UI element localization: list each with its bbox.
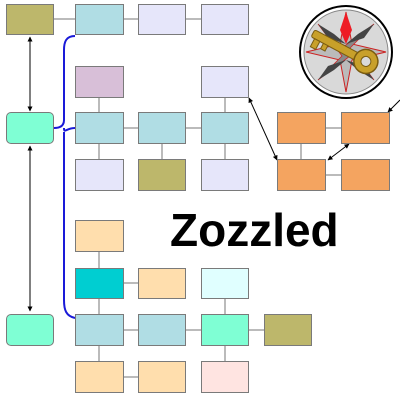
node-box-wheat[interactable] [75,220,124,252]
compass-star-with-key-icon [299,5,393,99]
node-box-light-cyan[interactable] [201,268,249,299]
node-box-lavender[interactable] [201,4,249,35]
arrow-between-orange-boxes [327,143,350,161]
node-box-light-blue[interactable] [75,314,124,346]
node-box-orange[interactable] [341,159,390,191]
arrow-off-canvas [387,99,400,113]
node-box-olive[interactable] [138,159,186,191]
node-box-light-blue[interactable] [75,4,124,35]
node-box-orange[interactable] [341,112,390,144]
wordmark-title: Zozzled [170,204,339,256]
node-box-lavender[interactable] [201,159,249,191]
node-box-orange[interactable] [277,112,326,144]
node-box-orange[interactable] [277,159,326,191]
node-box-aquamarine-rounded[interactable] [6,112,54,144]
node-box-light-blue[interactable] [138,314,186,346]
node-box-lavender[interactable] [75,159,124,191]
node-box-olive[interactable] [6,4,54,35]
node-box-wheat[interactable] [75,361,124,393]
node-box-lavender[interactable] [138,4,186,35]
node-box-misty-rose[interactable] [201,361,249,393]
node-box-light-blue[interactable] [138,112,186,144]
node-box-wheat[interactable] [138,268,186,299]
node-box-thistle[interactable] [75,66,124,98]
node-box-aquamarine[interactable] [201,314,249,346]
node-box-lavender[interactable] [201,66,249,98]
arrow-to-orange-cluster [248,97,278,161]
node-box-aquamarine-rounded[interactable] [6,314,54,346]
node-box-teal[interactable] [75,268,124,299]
node-box-olive[interactable] [264,314,312,346]
node-box-light-blue[interactable] [75,112,124,144]
bus-bracket-line [53,35,76,319]
node-box-light-blue[interactable] [201,112,249,144]
node-box-wheat[interactable] [138,361,186,393]
